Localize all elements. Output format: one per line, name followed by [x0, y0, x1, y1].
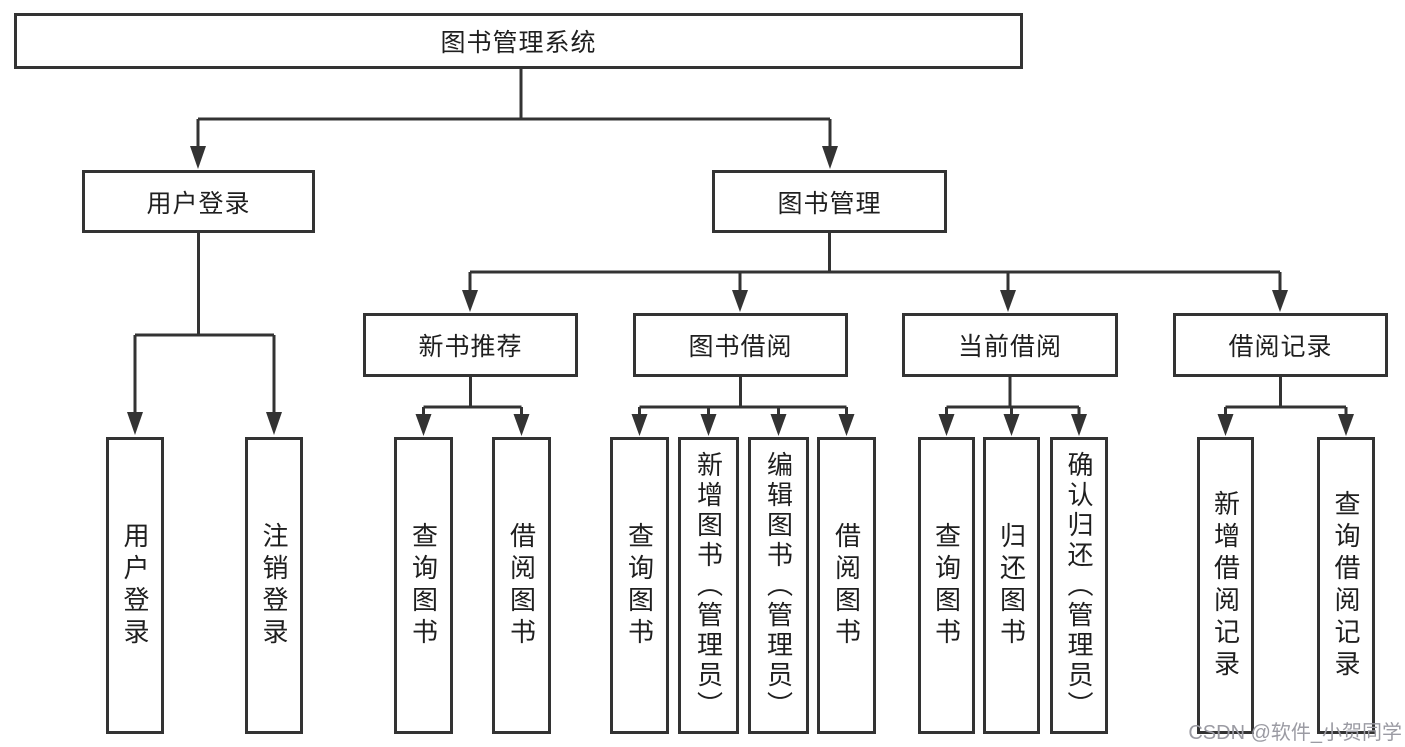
- node-new-book-recommend: 新书推荐: [363, 313, 578, 377]
- leaf-user-login: 用户登录: [106, 437, 164, 734]
- leaf-user-login-label: 用户登录: [120, 521, 150, 650]
- connector-user-login-children: [127, 233, 282, 435]
- leaf-add-borrow-record-label: 新增借阅记录: [1210, 489, 1241, 682]
- connector-new-book-rec-children: [415, 377, 530, 436]
- leaf-add-book-admin-label: 新增图书（管理员）: [693, 450, 724, 721]
- node-current-borrow-label: 当前借阅: [957, 333, 1062, 361]
- connector-borrow-records-children: [1217, 377, 1354, 436]
- node-book-borrow: 图书借阅: [633, 313, 848, 377]
- connector-root-to-level2: [190, 69, 838, 169]
- leaf-borrow-books-recommend-label: 借阅图书: [506, 521, 537, 650]
- leaf-return-book-label: 归还图书: [996, 521, 1027, 650]
- leaf-confirm-return-admin-label: 确认归还（管理员）: [1064, 450, 1094, 721]
- node-book-management: 图书管理: [712, 170, 947, 233]
- leaf-query-books-borrow-label: 查询图书: [624, 521, 655, 650]
- node-root: 图书管理系统: [14, 13, 1023, 69]
- node-book-borrow-label: 图书借阅: [688, 333, 793, 361]
- leaf-add-book-admin: 新增图书（管理员）: [678, 437, 739, 734]
- leaf-query-books-recommend-label: 查询图书: [408, 521, 439, 650]
- node-book-management-label: 图书管理: [777, 189, 882, 218]
- connector-book-borrow-children: [631, 377, 855, 436]
- node-user-login-label: 用户登录: [146, 189, 251, 218]
- leaf-borrow-books-2: 借阅图书: [817, 437, 876, 734]
- csdn-watermark: CSDN @软件_小贺同学: [1188, 722, 1402, 744]
- leaf-logout: 注销登录: [245, 437, 303, 734]
- leaf-query-borrow-record-label: 查询借阅记录: [1331, 489, 1361, 682]
- connector-current-borrow-children: [938, 377, 1087, 436]
- leaf-query-books-borrow: 查询图书: [610, 437, 669, 734]
- node-borrow-records: 借阅记录: [1173, 313, 1388, 377]
- leaf-query-borrow-record: 查询借阅记录: [1317, 437, 1375, 734]
- leaf-query-books-current-label: 查询图书: [931, 521, 962, 650]
- node-user-login: 用户登录: [82, 170, 315, 233]
- node-root-label: 图书管理系统: [440, 29, 597, 57]
- node-new-book-recommend-label: 新书推荐: [418, 333, 523, 361]
- node-borrow-records-label: 借阅记录: [1228, 333, 1333, 361]
- leaf-query-books-recommend: 查询图书: [394, 437, 453, 734]
- leaf-logout-label: 注销登录: [259, 521, 289, 650]
- leaf-add-borrow-record: 新增借阅记录: [1197, 437, 1254, 734]
- leaf-edit-book-admin-label: 编辑图书（管理员）: [763, 450, 794, 721]
- leaf-query-books-current: 查询图书: [918, 437, 975, 734]
- leaf-borrow-books-2-label: 借阅图书: [831, 521, 862, 650]
- connector-book-mgmt-children: [462, 233, 1288, 312]
- leaf-edit-book-admin: 编辑图书（管理员）: [748, 437, 809, 734]
- leaf-confirm-return-admin: 确认归还（管理员）: [1050, 437, 1108, 734]
- node-current-borrow: 当前借阅: [902, 313, 1118, 377]
- leaf-return-book: 归还图书: [983, 437, 1040, 734]
- leaf-borrow-books-recommend: 借阅图书: [492, 437, 551, 734]
